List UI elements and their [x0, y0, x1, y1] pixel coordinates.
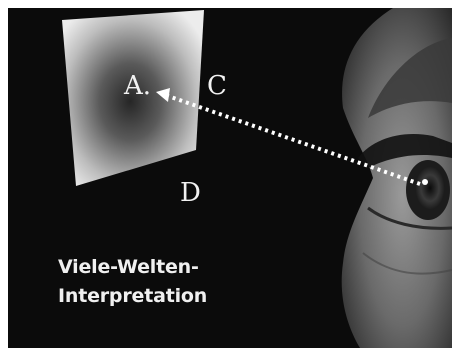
- label-c: C: [207, 73, 227, 99]
- caption-line-2: Interpretation: [58, 287, 207, 306]
- caption-line-1: Viele-Welten-: [58, 258, 199, 277]
- photo-scene: A. C D Viele-Welten- Interpretation: [8, 8, 452, 348]
- eye-highlight: [422, 179, 428, 185]
- label-a: A.: [124, 73, 151, 99]
- label-d: D: [180, 180, 201, 206]
- iris: [415, 166, 445, 210]
